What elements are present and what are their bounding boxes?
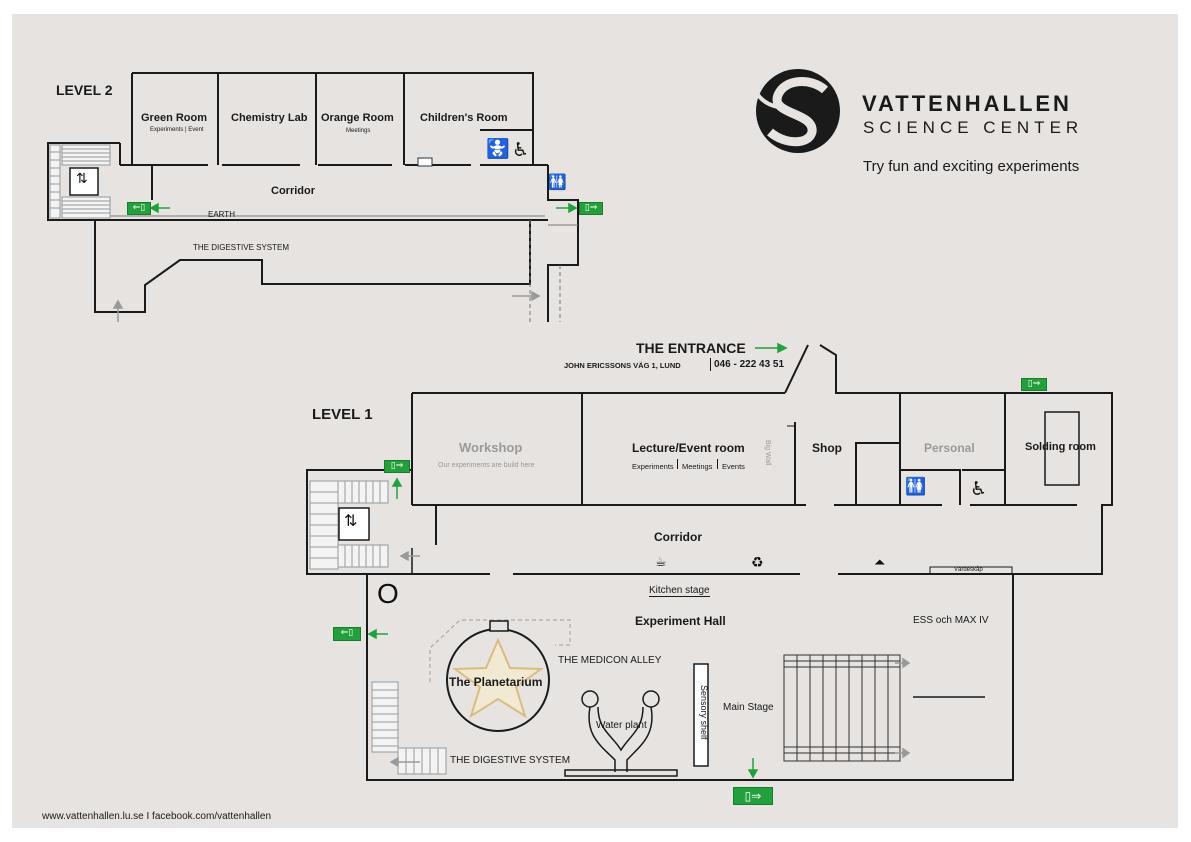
earth-label: EARTH bbox=[208, 210, 235, 219]
wheelchair-icon: ♿ bbox=[970, 478, 988, 500]
main-stage-label: Main Stage bbox=[723, 702, 774, 713]
level2-exit-arrows bbox=[149, 202, 578, 214]
level2-digestive-label: THE DIGESTIVE SYSTEM bbox=[193, 243, 290, 252]
emergency-exit-icon: ⇐▯ bbox=[333, 627, 361, 641]
hanger-icon: ⏶ bbox=[874, 555, 886, 571]
childrens-room-label: Children's Room bbox=[420, 112, 508, 124]
toilet-icon: 🚻 bbox=[548, 173, 567, 191]
level1-elevator-box bbox=[338, 507, 370, 541]
toilet-icon: 🚻 bbox=[905, 477, 927, 497]
level1-walls bbox=[306, 344, 1113, 781]
info-circle-icon: O bbox=[377, 578, 399, 609]
emergency-exit-icon: ▯⇒ bbox=[384, 460, 410, 473]
level1-exit-arrows bbox=[367, 342, 788, 779]
level2-arrows bbox=[112, 290, 541, 322]
solding-room-label: Solding room bbox=[1025, 441, 1096, 453]
emergency-exit-icon: ⇐▯ bbox=[127, 202, 151, 215]
level1-grey-arrows bbox=[389, 550, 911, 768]
emergency-exit-icon: ▯⇒ bbox=[1021, 378, 1047, 391]
emergency-exit-icon: ▯⇒ bbox=[579, 202, 603, 215]
level2-label: LEVEL 2 bbox=[56, 82, 113, 98]
level1-stairs bbox=[309, 480, 389, 570]
lecture-room-label: Lecture/Event room bbox=[632, 441, 745, 455]
workshop-label: Workshop bbox=[459, 440, 523, 455]
vardeskap-label: Värdeskåp bbox=[954, 567, 983, 573]
sink-icon bbox=[417, 157, 433, 167]
lecture-sub-meetings: Meetings bbox=[682, 462, 713, 471]
hall-digestive-label: THE DIGESTIVE SYSTEM bbox=[450, 755, 571, 766]
address-divider bbox=[710, 358, 711, 371]
elevator-icon: ⇅ bbox=[344, 511, 358, 530]
chemistry-lab-label: Chemistry Lab bbox=[231, 112, 308, 124]
wheelchair-icon: ♿ bbox=[512, 139, 530, 161]
level2-thin-lines bbox=[96, 215, 578, 322]
planetarium-label: The Planetarium bbox=[449, 675, 543, 689]
water-plant-label: Water plant bbox=[596, 720, 647, 731]
level1-corridor-label: Corridor bbox=[654, 530, 702, 544]
big-wall-label: Big Wall bbox=[764, 440, 771, 466]
coffee-icon: ☕ bbox=[655, 555, 667, 570]
planetarium-star bbox=[452, 637, 544, 719]
ess-label: ESS och MAX IV bbox=[913, 615, 989, 626]
orange-room-sub: Meetings bbox=[346, 128, 371, 134]
level2-walls bbox=[47, 72, 579, 322]
main-stage-bleachers bbox=[783, 654, 901, 762]
elevator-icon: ⇅ bbox=[76, 171, 88, 187]
vattenhallen-logo-icon bbox=[753, 69, 840, 153]
kitchen-stage-label: Kitchen stage bbox=[649, 585, 710, 597]
medicon-alley-label: THE MEDICON ALLEY bbox=[558, 655, 662, 666]
brand-tagline: Try fun and exciting experiments bbox=[863, 158, 1080, 175]
baby-change-icon: 🚼 bbox=[486, 138, 510, 160]
footer-links[interactable]: www.vattenhallen.lu.se I facebook.com/va… bbox=[42, 811, 272, 822]
level1-label: LEVEL 1 bbox=[312, 406, 373, 423]
entrance-phone: 046 - 222 43 51 bbox=[714, 359, 785, 370]
hall-stairs bbox=[371, 681, 447, 775]
level2-stairs bbox=[49, 144, 111, 219]
emergency-exit-icon: ▯⇒ bbox=[733, 787, 773, 805]
brand-name: VATTENHALLEN bbox=[862, 91, 1072, 116]
green-room-label: Green Room bbox=[141, 112, 208, 124]
personal-label: Personal bbox=[924, 441, 975, 455]
orange-room-label: Orange Room bbox=[321, 112, 394, 124]
level2-corridor-label: Corridor bbox=[271, 185, 315, 197]
level2-elevator-box bbox=[69, 167, 99, 196]
entrance-address: JOHN ERICSSONS VÄG 1, LUND bbox=[564, 361, 681, 370]
sensory-shelf-label: Sensory shelf bbox=[699, 685, 709, 740]
workshop-sub: Our experiments are build here bbox=[438, 462, 535, 469]
shop-label: Shop bbox=[812, 441, 842, 455]
water-plant-drawing bbox=[564, 690, 678, 777]
entrance-label: THE ENTRANCE bbox=[636, 340, 746, 356]
sensory-shelf-box bbox=[693, 663, 709, 767]
green-room-sub: Experiments | Event bbox=[150, 127, 204, 133]
lecture-sub-experiments: Experiments bbox=[632, 462, 674, 471]
brand-subtitle: SCIENCE CENTER bbox=[863, 118, 1084, 137]
lecture-sub-events: Events bbox=[722, 462, 745, 471]
experiment-hall-label: Experiment Hall bbox=[635, 614, 726, 628]
recycle-icon: ♻ bbox=[751, 555, 764, 571]
